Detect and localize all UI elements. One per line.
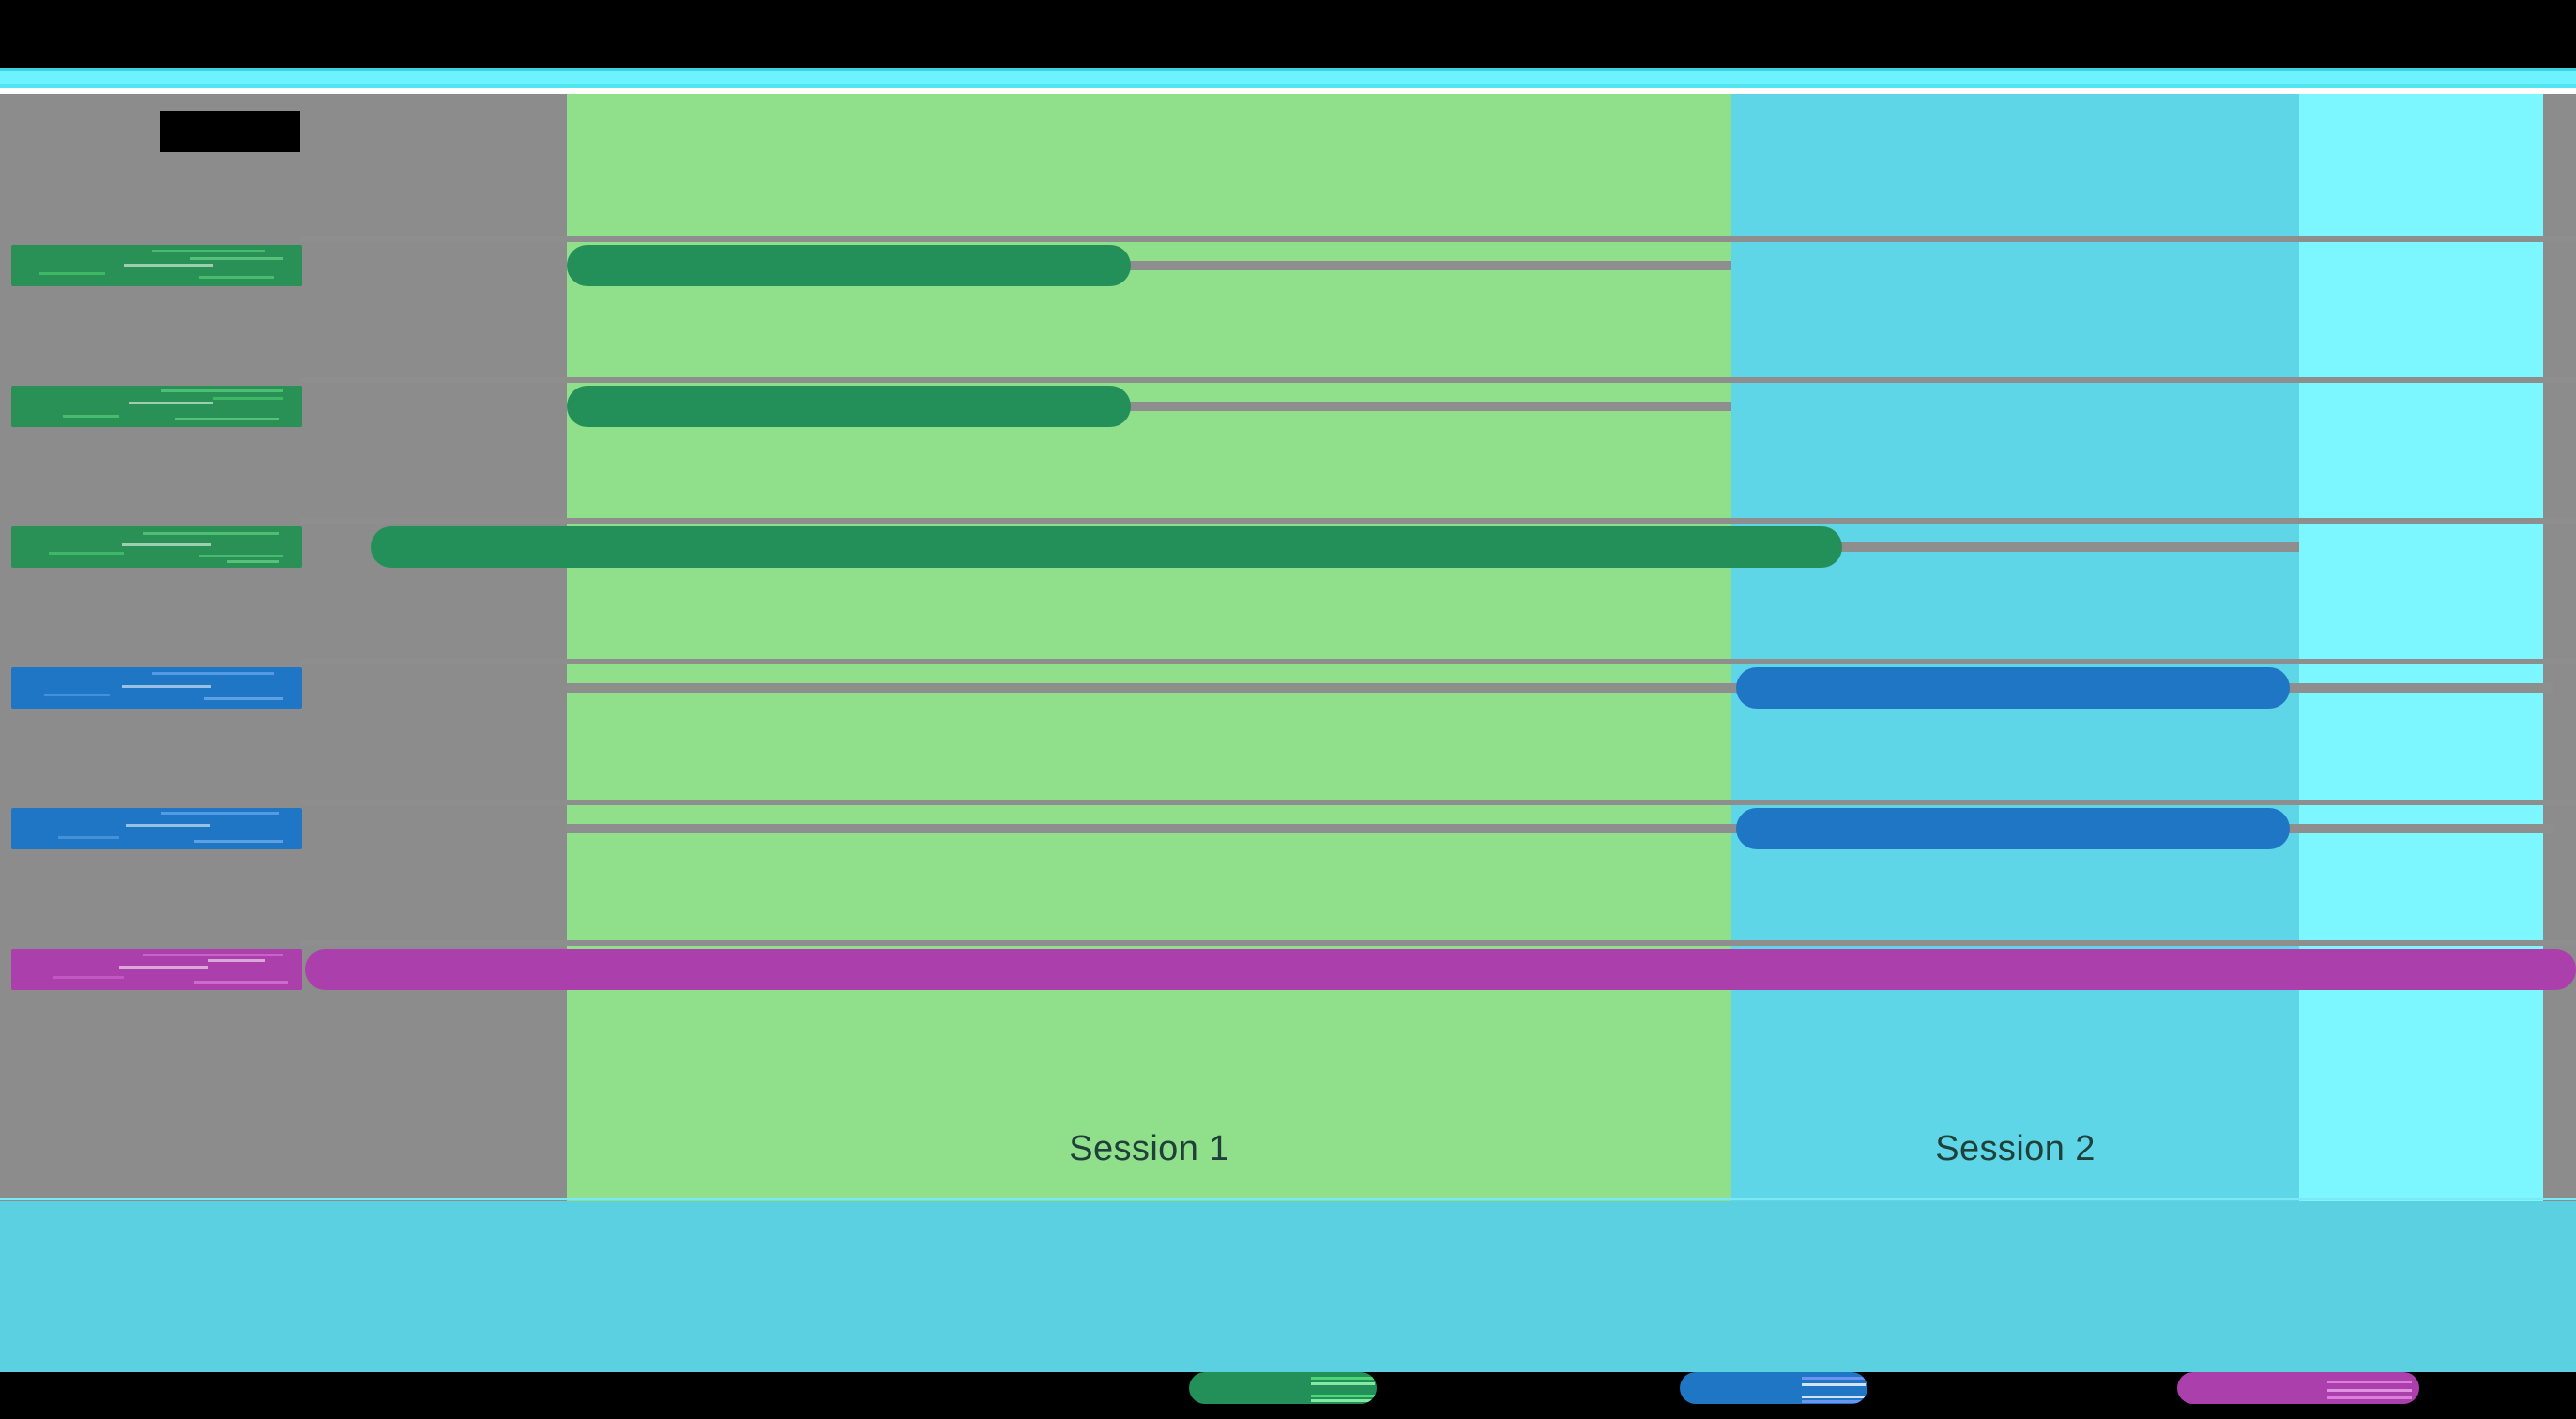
task-bar[interactable] xyxy=(567,245,1131,286)
right-gutter xyxy=(2543,94,2576,1201)
task-bar-tail xyxy=(1107,402,1731,411)
chart-title-redacted xyxy=(160,111,300,152)
gridline xyxy=(0,800,2576,805)
gridline xyxy=(0,940,2576,946)
gridline xyxy=(0,236,2576,242)
category-label-row-1[interactable] xyxy=(11,245,302,286)
task-bar[interactable] xyxy=(371,526,1842,568)
category-label-row-2[interactable] xyxy=(11,386,302,427)
header-rule-bottom xyxy=(0,84,2576,88)
task-bar-tail xyxy=(567,683,1749,693)
task-bar-tail xyxy=(1821,542,2299,552)
category-label-row-4[interactable] xyxy=(11,667,302,709)
session-band-2-label: Session 2 xyxy=(1935,1129,2096,1168)
top-letterbox xyxy=(0,0,2576,68)
task-bar[interactable] xyxy=(305,949,2576,990)
session-band-1-label: Session 1 xyxy=(1069,1129,1229,1168)
header-rule-top xyxy=(0,68,2576,71)
category-label-row-6[interactable] xyxy=(11,949,302,990)
task-bar[interactable] xyxy=(1736,667,2290,709)
header-white-rule xyxy=(0,88,2576,94)
gantt-plot-area: Session 1 Session 2 xyxy=(0,94,2576,1201)
gridline xyxy=(0,377,2576,383)
session-band-2: Session 2 xyxy=(1731,94,2299,1201)
category-label-row-3[interactable] xyxy=(11,526,302,568)
category-label-row-5[interactable] xyxy=(11,808,302,849)
task-bar[interactable] xyxy=(567,386,1131,427)
session-band-post xyxy=(2299,94,2543,1201)
legend-item-magenta[interactable] xyxy=(2177,1372,2419,1404)
category-axis-sidebar xyxy=(0,94,302,1051)
footer-rule xyxy=(0,1198,2576,1200)
task-bar-tail xyxy=(567,824,1749,833)
gridline xyxy=(0,518,2576,524)
task-bar-tail xyxy=(2271,824,2553,833)
task-bar-tail xyxy=(2271,683,2553,693)
gridline xyxy=(0,659,2576,664)
task-bar[interactable] xyxy=(1736,808,2290,849)
legend-item-green[interactable] xyxy=(1189,1372,1377,1404)
task-bar-tail xyxy=(1107,261,1731,270)
legend-item-blue[interactable] xyxy=(1680,1372,1867,1404)
header-cyan-band xyxy=(0,71,2576,84)
